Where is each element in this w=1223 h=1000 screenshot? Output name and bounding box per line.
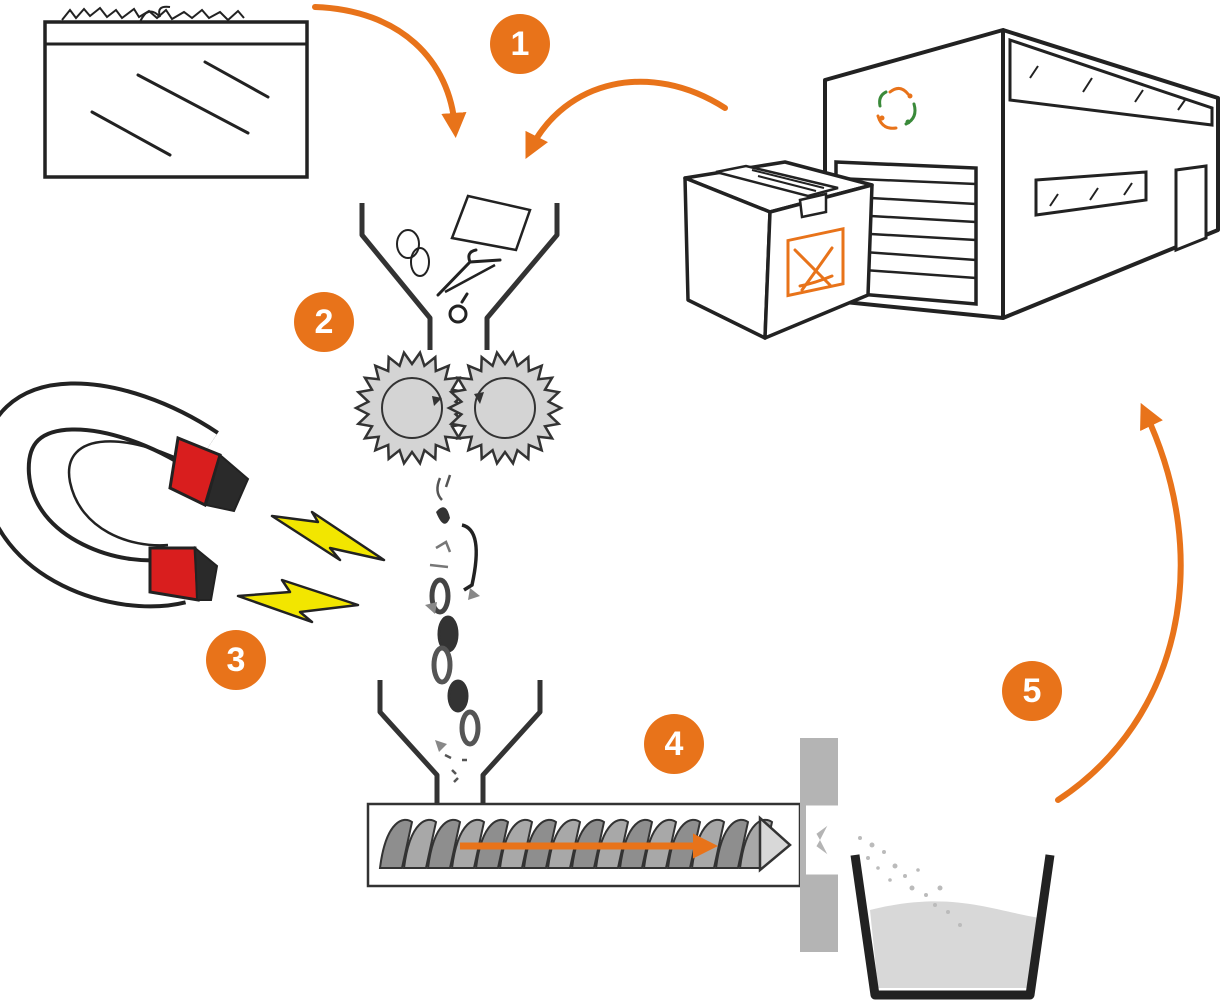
hopper-icon [359, 203, 560, 350]
die-plate-icon [800, 738, 838, 952]
collection-bin-icon [850, 836, 1055, 1000]
cardboard-box-icon [683, 160, 874, 340]
waste-items-icon [396, 194, 532, 324]
step-3-badge: 3 [206, 630, 266, 690]
recycle-symbol-icon [876, 87, 917, 130]
flow-arrows [312, 4, 1184, 803]
lightning-icon [236, 510, 386, 624]
extruder-screw-icon [366, 802, 802, 888]
step-1-badge: 1 [490, 14, 550, 74]
screw-flight [378, 818, 414, 869]
step-2-badge: 2 [294, 292, 354, 352]
screw-flight [426, 818, 462, 869]
flow-arrow-factory-to-hopper [525, 78, 728, 160]
metal-chain-icon [425, 474, 481, 783]
waste-container-icon [43, 5, 309, 179]
shredder-gears-icon [353, 349, 564, 467]
step-5-badge: 5 [1002, 661, 1062, 721]
recycling-factory-icon [823, 28, 1220, 320]
step-4-badge: 4 [644, 714, 704, 774]
flow-arrow-container-to-hopper [312, 4, 467, 139]
flow-arrow-product-to-factory [1055, 402, 1184, 803]
extruder-hopper-icon [377, 680, 543, 805]
screw-flight [714, 818, 750, 869]
magnet-icon [0, 381, 250, 609]
screw-flight [402, 818, 438, 869]
